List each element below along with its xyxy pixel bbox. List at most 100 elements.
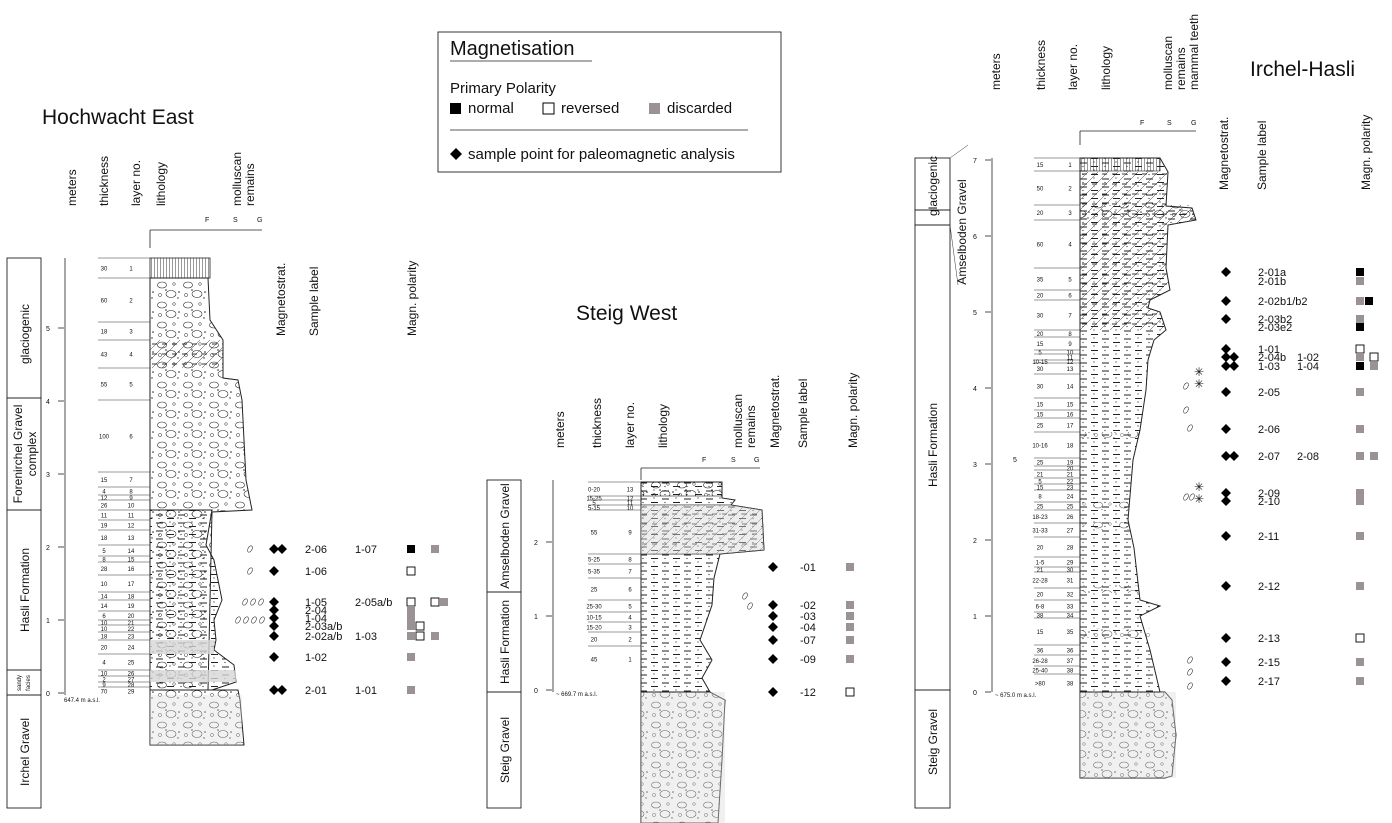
- ih-sample-diamond-9: [1221, 424, 1231, 434]
- sw-sample-diamond-6: [768, 687, 778, 697]
- ih-polarity-13-discarded: [1356, 532, 1364, 540]
- ih-sample-2-03b2: 2-03b2: [1258, 314, 1292, 326]
- hw-layer-29: 29: [128, 690, 135, 696]
- sw-header-lithology: lithology: [656, 404, 670, 448]
- hw-tick-2: 2: [46, 545, 50, 552]
- hw-thickness-16: 28: [101, 567, 108, 573]
- hw-layer-1: 1: [129, 267, 133, 273]
- ih-polarity-14-discarded: [1356, 582, 1364, 590]
- hw-layer-7: 7: [129, 478, 133, 484]
- hw-sample-1-04: 1-04: [305, 613, 327, 625]
- ih-header-sample: Sample label: [1255, 121, 1269, 190]
- sw-tick-0: 0: [534, 688, 538, 695]
- mollusc-icon: [1183, 382, 1189, 390]
- ih-base-elevation: ~ 675.0 m a.s.l.: [995, 693, 1037, 699]
- ih-sample-2-01b: 2-01b: [1258, 276, 1286, 288]
- ih-sample-1-04: 1-04: [1297, 361, 1319, 373]
- hw-header-molluscan: molluscan: [230, 152, 244, 206]
- hw-tick-1: 1: [46, 618, 50, 625]
- sw-thickness-13: 0-20: [588, 488, 601, 494]
- mammal-tooth-icon: ✳: [1194, 492, 1204, 506]
- hw-grain-f: F: [205, 217, 209, 224]
- ih-thickness-5: 35: [1037, 278, 1044, 284]
- hw-layer-24: 24: [128, 646, 135, 652]
- hw-sample-2-04: 2-04: [305, 605, 327, 617]
- hw-layer-6: 6: [129, 435, 133, 441]
- ih-thickness-24: 8: [1038, 495, 1042, 501]
- ih-thickness-35: 15: [1037, 630, 1044, 636]
- ih-thickness-7: 30: [1037, 314, 1044, 320]
- hw-polarity-0-normal: [407, 545, 415, 553]
- ih-sample-2-03e2: 2-03e2: [1258, 322, 1292, 334]
- sw-sample-diamond-1: [768, 600, 778, 610]
- hw-polarity-b-0-discarded: [431, 545, 439, 553]
- ih-sample-1-01: 1-01: [1258, 344, 1280, 356]
- hw-layer-2: 2: [129, 299, 133, 305]
- mollusc-icon: [251, 616, 257, 624]
- ih-polarity-9-discarded: [1356, 425, 1364, 433]
- ih-thickness-4: 60: [1037, 243, 1044, 249]
- ih-thickness-37: 26-28: [1032, 659, 1048, 665]
- hw-layer-11: 11: [128, 514, 135, 520]
- hw-thickness-24: 20: [101, 646, 108, 652]
- hw-unit-irchel: [6, 694, 42, 809]
- ih-polarity-2-normal: [1365, 297, 1373, 305]
- hw-thickness-7: 15: [101, 478, 108, 484]
- sw-thickness-8: 5-25: [588, 558, 601, 564]
- ih-sample-diamond-8: [1221, 387, 1231, 397]
- hw-polarity-6-reversed: [415, 631, 425, 641]
- sw-header-remains: remains: [744, 405, 758, 448]
- sw-sample--02: -02: [800, 600, 816, 612]
- sw-layer-12: 12: [627, 497, 634, 503]
- hw-sample-diamond-1: [269, 566, 279, 576]
- hw-layer-9: 9: [129, 496, 133, 502]
- hw-thickness-23: 18: [101, 635, 108, 641]
- sw-unit-label-steig: Steig Gravel: [498, 717, 512, 783]
- ih-layer-27: 27: [1067, 529, 1074, 535]
- ih-thickness-6: 20: [1037, 294, 1044, 300]
- hw-sample-2-01: 2-01: [305, 685, 327, 697]
- sw-header-sample: Sample label: [796, 379, 810, 448]
- hw-sample-diamond-0: [269, 544, 279, 554]
- mollusc-icon: [258, 598, 264, 606]
- sw-polarity-2-discarded: [846, 612, 854, 620]
- sw-polarity-6-reversed: [845, 687, 855, 697]
- hw-sample-1-07: 1-07: [355, 544, 377, 556]
- hw-thickness-19: 14: [101, 604, 108, 610]
- hw-thickness-21: 10: [101, 621, 108, 627]
- ih-thickness-1: 15: [1037, 163, 1044, 169]
- hw-thickness-3: 18: [101, 330, 108, 336]
- sw-thickness-6: 25: [591, 588, 598, 594]
- ih-sample-diamond-16: [1221, 657, 1231, 667]
- ih-unit-label-hasli: Hasli Formation: [926, 403, 940, 487]
- ih-layer-38b: 38: [1067, 682, 1074, 688]
- hw-unit-label-irchel: Irchel Gravel: [18, 718, 32, 786]
- hw-layer-3: 3: [129, 330, 133, 336]
- ih-grain-g: G: [1191, 120, 1196, 127]
- ih-polarity-6-discarded: [1356, 353, 1364, 361]
- hw-sample-diamond-b-0: [277, 544, 287, 554]
- sw-thickness-12: 15-25: [586, 497, 602, 503]
- ih-sample-2-13: 2-13: [1258, 633, 1280, 645]
- ih-layer-31: 31: [1067, 579, 1074, 585]
- ih-thickness-38: 25-40: [1032, 669, 1048, 675]
- hw-layer-5: 5: [129, 383, 133, 389]
- hochwacht-title: Hochwacht East: [42, 106, 194, 129]
- ih-polarity-15-reversed: [1355, 633, 1365, 643]
- hw-polarity-b-2-reversed: [430, 597, 440, 607]
- hw-sample-diamond-b-8: [277, 685, 287, 695]
- legend-sample: sample point for paleomagnetic analysis: [468, 146, 735, 163]
- ih-sample-diamond-15: [1221, 633, 1231, 643]
- sw-layer-10: 10: [627, 506, 634, 512]
- hw-grain-s: S: [233, 217, 238, 224]
- hw-thickness-28: 9: [102, 683, 106, 689]
- sw-thickness-3: 15-20: [586, 626, 602, 632]
- sw-unit-steig: [486, 691, 522, 809]
- ih-layer-18: 18: [1067, 444, 1074, 450]
- sw-layer-9: 9: [628, 531, 632, 537]
- ih-unit-label-steig: Steig Gravel: [926, 709, 940, 775]
- hw-thickness-2: 60: [101, 299, 108, 305]
- ih-layer-25: 25: [1067, 505, 1074, 511]
- hw-thickness-6: 100: [99, 435, 110, 441]
